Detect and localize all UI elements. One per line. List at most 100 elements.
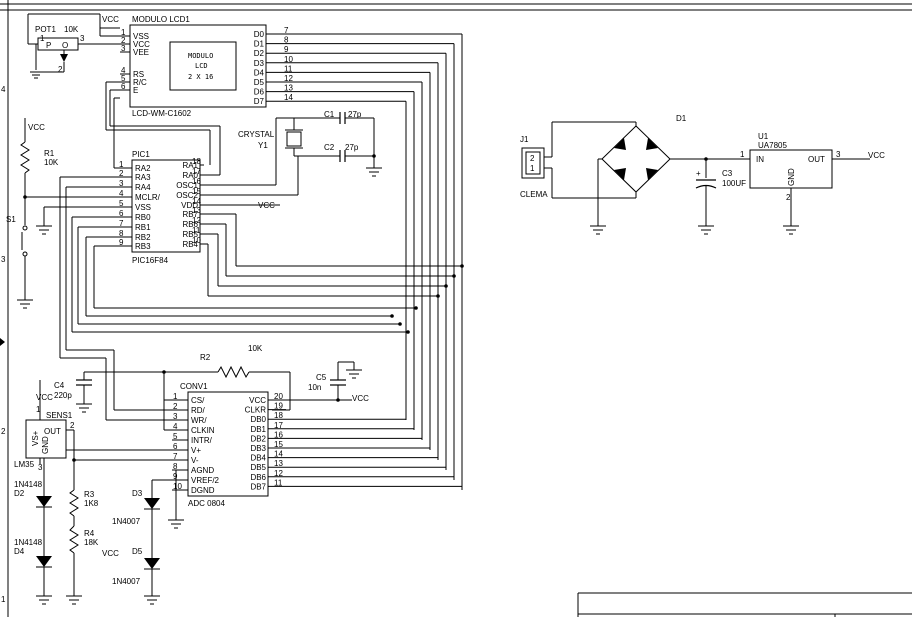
pot1-p: P bbox=[46, 41, 51, 50]
pic-model: PIC16F84 bbox=[132, 256, 169, 265]
sensor-vs-label: VS+ bbox=[31, 430, 40, 446]
pic-pin-name: RB5 bbox=[182, 230, 198, 239]
d5-type: 1N4007 bbox=[112, 577, 141, 586]
lcd-pin-name: D2 bbox=[254, 49, 265, 58]
diode-icon bbox=[614, 138, 626, 150]
j1-label: J1 bbox=[520, 135, 529, 144]
pic-right-pins: 18RA117RA016OSC115OSC214VDD13RB712RB611R… bbox=[176, 157, 204, 249]
lm35-sensor: VCC SENS1 OUT VS+ GND LM35 1 2 3 bbox=[14, 380, 172, 472]
adc-pin-number: 11 bbox=[274, 478, 283, 487]
sensor-pin: 2 bbox=[70, 421, 75, 430]
lcd-pin-number: 3 bbox=[121, 44, 126, 53]
lcd-pin-number: 4 bbox=[121, 66, 126, 75]
c4-label: C4 bbox=[54, 381, 65, 390]
adc-pin-name: V- bbox=[191, 456, 199, 465]
crystal-label: CRYSTAL bbox=[238, 130, 275, 139]
adc-pin-name: AGND bbox=[191, 466, 214, 475]
diode-icon bbox=[144, 498, 160, 509]
diode-icon bbox=[614, 168, 626, 180]
margin-mark: 2 bbox=[1, 427, 6, 436]
pic-port-wiring bbox=[59, 160, 464, 421]
lcd-screen-line: MODULO bbox=[188, 52, 213, 60]
lcd-model: LCD-WM-C1602 bbox=[132, 109, 192, 118]
j1-pin: 2 bbox=[530, 154, 535, 163]
pic-pin-number: 16 bbox=[192, 177, 201, 186]
adc-pin-name: DGND bbox=[191, 486, 215, 495]
pic-pin-name: RB1 bbox=[135, 223, 151, 232]
ground-icon bbox=[66, 595, 82, 605]
pic-pin-name: RA1 bbox=[182, 161, 198, 170]
lcd-pin-name: D0 bbox=[254, 30, 265, 39]
diode-icon bbox=[36, 496, 52, 507]
adc-pin-name: VCC bbox=[249, 396, 266, 405]
pic-pin-number: 6 bbox=[119, 209, 124, 218]
diode-chain-right: D3 1N4007 VCC D5 1N4007 bbox=[102, 479, 172, 596]
adc-pin-number: 14 bbox=[274, 450, 283, 459]
sensor-pin: 1 bbox=[36, 405, 41, 414]
sensor-out-label: OUT bbox=[44, 427, 61, 436]
diode-icon bbox=[36, 556, 52, 567]
c5-label: C5 bbox=[316, 373, 327, 382]
pic-pin-number: 12 bbox=[192, 216, 201, 225]
power-supply: J1 2 1 CLEMA D1 + C3 100UF U1 UA7805 IN bbox=[520, 114, 885, 226]
pic-pin-name: RB7 bbox=[182, 210, 198, 219]
sensor-body bbox=[25, 419, 67, 459]
adc-pin-number: 13 bbox=[274, 459, 283, 468]
diode-vcc-label: VCC bbox=[102, 549, 119, 558]
adc-pin-name: DB7 bbox=[250, 482, 266, 491]
ground-icon bbox=[366, 167, 382, 177]
u1-label: U1 bbox=[758, 132, 769, 141]
pot1-wiper-icon bbox=[60, 54, 68, 62]
s1-label: S1 bbox=[6, 215, 16, 224]
adc-pin-number: 2 bbox=[173, 402, 178, 411]
sensor-title: SENS1 bbox=[46, 411, 73, 420]
reg-pin: 2 bbox=[786, 193, 791, 202]
pic-pin-name: MCLR/ bbox=[135, 193, 161, 202]
pic-pin-name: VSS bbox=[135, 203, 151, 212]
adc-pin-name: DB1 bbox=[250, 425, 266, 434]
s1-contact-icon bbox=[22, 251, 28, 257]
j1-socket bbox=[525, 151, 541, 175]
lcd-screen bbox=[169, 41, 237, 91]
adc-pin-number: 10 bbox=[173, 482, 182, 491]
diode-chain-left: 1N4148 D2 1N4148 D4 bbox=[14, 458, 52, 596]
pic-pin-name: RA0 bbox=[182, 171, 198, 180]
pic-pin-number: 10 bbox=[192, 236, 201, 245]
pic-pin-number: 13 bbox=[192, 206, 201, 215]
sensor-gnd-label: GND bbox=[41, 436, 50, 454]
pic-pin-number: 8 bbox=[119, 229, 124, 238]
d5-label: D5 bbox=[132, 547, 143, 556]
ground-icon bbox=[30, 71, 42, 79]
reset-vcc-label: VCC bbox=[28, 123, 45, 132]
lcd-pin-number: 7 bbox=[284, 26, 289, 35]
pic-pin-name: RA3 bbox=[135, 173, 151, 182]
pic-pin-number: 1 bbox=[119, 160, 124, 169]
ground-icon bbox=[590, 225, 606, 235]
adc-vcc-label: VCC bbox=[352, 394, 369, 403]
adc-pin-number: 1 bbox=[173, 392, 178, 401]
adc-pin-number: 15 bbox=[274, 440, 283, 449]
pic-pin-name: RB4 bbox=[182, 240, 198, 249]
regulator-model: UA7805 bbox=[758, 141, 787, 150]
c4-value: 220p bbox=[54, 391, 72, 400]
adc-right-pins: 20VCC19CLKR18DB017DB116DB215DB314DB413DB… bbox=[245, 392, 286, 491]
diode-icon bbox=[646, 168, 658, 180]
adc-pin-name: DB4 bbox=[250, 454, 266, 463]
lcd-pin-number: 1 bbox=[121, 28, 126, 37]
lcd-pin-number: 8 bbox=[284, 36, 289, 45]
lcd-pin-name: D5 bbox=[254, 78, 265, 87]
diode-icon bbox=[144, 558, 160, 569]
adc-pin-number: 3 bbox=[173, 412, 178, 421]
adc-pin-name: DB3 bbox=[250, 444, 266, 453]
pic-pin-name: VDD bbox=[181, 201, 198, 210]
crystal-body bbox=[286, 131, 302, 147]
pot1-label: POT1 bbox=[35, 25, 56, 34]
lcd-pin-name: E bbox=[133, 86, 138, 95]
adc-pin-number: 7 bbox=[173, 452, 178, 461]
r2-value: 10K bbox=[248, 344, 263, 353]
d2-type: 1N4148 bbox=[14, 480, 43, 489]
lcd-pin-number: 9 bbox=[284, 45, 289, 54]
pot1-o: O bbox=[62, 41, 68, 50]
